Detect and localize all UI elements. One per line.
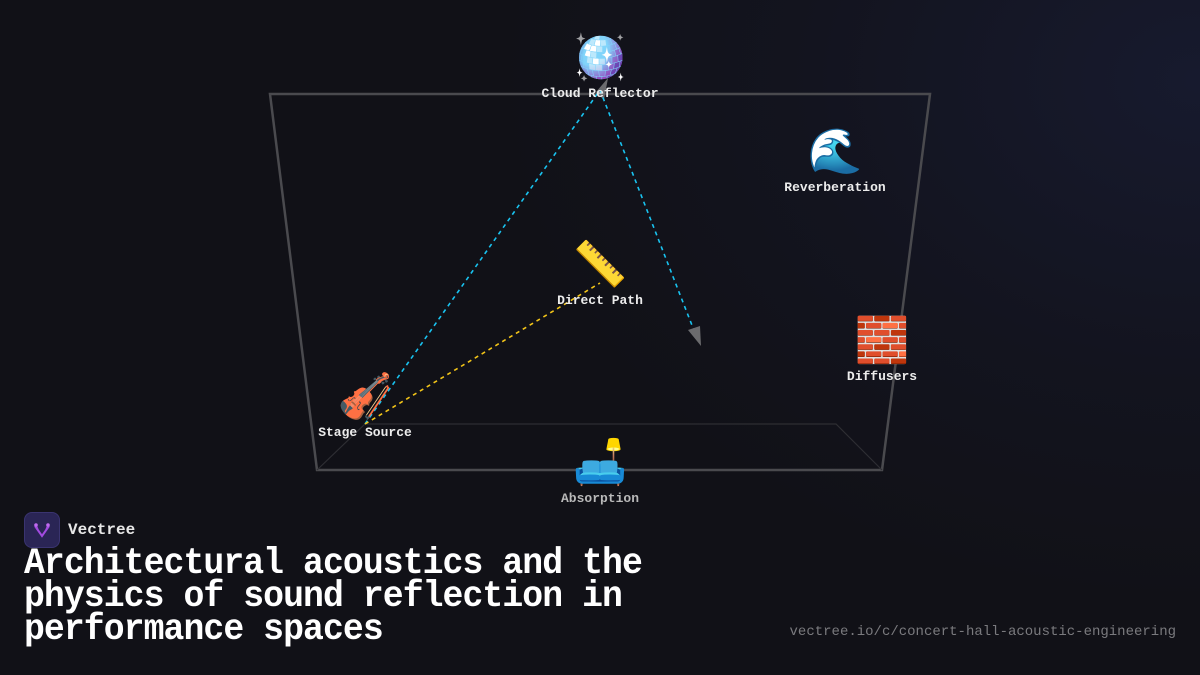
node-label: Diffusers <box>846 369 918 384</box>
mirror-ball-icon: 🪩 <box>572 36 628 86</box>
brick-icon: 🧱 <box>854 319 910 369</box>
node-stage-source: 🎻 Stage Source <box>318 375 412 440</box>
violin-icon: 🎻 <box>337 375 393 425</box>
arrowhead-audience <box>688 326 701 346</box>
node-cloud-reflector: 🪩 Cloud Reflector <box>541 36 658 101</box>
node-label: Direct Path <box>557 293 643 308</box>
arrowhead-reflector <box>596 78 608 100</box>
ruler-icon: 📏 <box>572 243 628 293</box>
node-direct-path: 📏 Direct Path <box>557 243 643 308</box>
wave-icon: 🌊 <box>807 130 863 180</box>
couch-lamp-icon: 🛋️ <box>572 441 628 491</box>
node-reverberation: 🌊 Reverberation <box>784 130 885 195</box>
page-title: Architectural acoustics and the physics … <box>24 543 643 651</box>
node-label: Cloud Reflector <box>541 86 659 101</box>
ray-reflector-to-audience <box>599 89 696 334</box>
vectree-logo-icon <box>24 512 60 548</box>
source-url: vectree.io/c/concert-hall-acoustic-engin… <box>789 624 1176 640</box>
node-absorption: 🛋️ Absorption <box>561 441 639 506</box>
brand-name: Vectree <box>68 521 136 539</box>
node-label: Absorption <box>560 491 640 506</box>
ray-source-direct <box>364 282 601 425</box>
room-floor-line <box>316 423 883 471</box>
brand: Vectree <box>24 512 135 548</box>
node-label: Reverberation <box>784 180 886 195</box>
node-label: Stage Source <box>318 425 412 440</box>
node-diffusers: 🧱 Diffusers <box>847 319 917 384</box>
